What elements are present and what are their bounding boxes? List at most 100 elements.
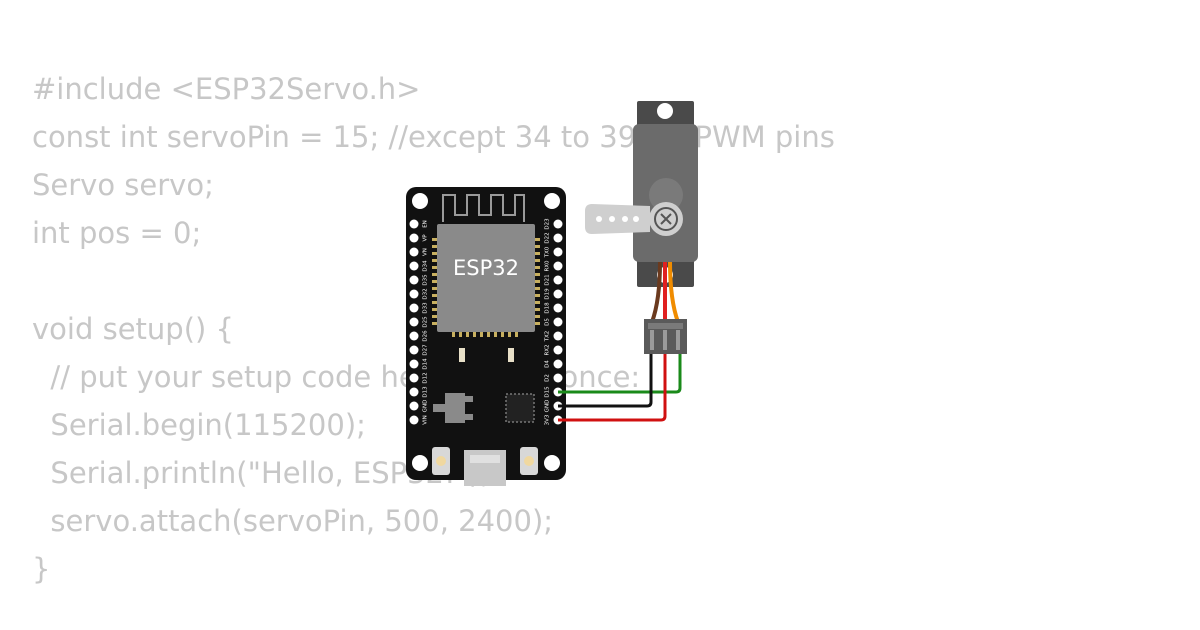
- regulator-pin-2: [465, 414, 473, 420]
- code-line-6: void setup() {: [32, 312, 234, 346]
- left-pin-label: GND: [423, 400, 429, 413]
- left-pin-hole[interactable]: [409, 415, 419, 425]
- left-pin-label: D33: [423, 302, 429, 314]
- right-pin-header[interactable]: D23D22TX0RX0D21D19D18D5TX2RX2D4D2D15GND3…: [545, 218, 563, 426]
- module-pad: [534, 273, 540, 276]
- module-pad: [452, 332, 455, 337]
- mount-hole-bottom-left: [412, 455, 428, 471]
- servo-horn[interactable]: [585, 204, 650, 234]
- regulator-tab: [433, 404, 447, 412]
- horn-hole-3: [622, 216, 628, 222]
- left-pin-hole[interactable]: [409, 275, 419, 285]
- code-line-3: Servo servo;: [32, 168, 214, 202]
- left-pin-hole[interactable]: [409, 289, 419, 299]
- esp32-label: ESP32: [453, 256, 519, 280]
- right-pin-label: D5: [545, 318, 551, 326]
- usb-opening: [470, 455, 500, 463]
- right-pin-hole[interactable]: [553, 373, 563, 383]
- mount-hole-bottom-right: [544, 455, 560, 471]
- right-pin-hole[interactable]: [553, 359, 563, 369]
- module-pad: [534, 238, 540, 241]
- right-pin-label: GND: [545, 400, 551, 413]
- module-pad: [432, 294, 438, 297]
- horn-hole-1: [596, 216, 602, 222]
- left-pin-hole[interactable]: [409, 219, 419, 229]
- left-pin-hole[interactable]: [409, 387, 419, 397]
- code-line-10: servo.attach(servoPin, 500, 2400);: [32, 504, 554, 538]
- left-pin-label: D12: [423, 372, 429, 383]
- right-pin-hole[interactable]: [553, 317, 563, 327]
- right-pin-label: D21: [545, 274, 551, 285]
- code-line-2: const int servoPin = 15; //except 34 to …: [32, 120, 835, 154]
- esp32-board[interactable]: ESP32 ENVPVND34D35D32D33D25D26D27D14D12D…: [406, 187, 566, 486]
- wire-power[interactable]: [558, 350, 667, 422]
- module-pad: [459, 332, 462, 337]
- right-pin-hole[interactable]: [553, 247, 563, 257]
- module-pad: [432, 280, 438, 283]
- servo-wire-orange: [668, 261, 680, 323]
- connector-pin-3: [676, 330, 680, 350]
- module-pad: [432, 315, 438, 318]
- right-pin-label: RX0: [545, 260, 551, 272]
- connector-pin-1: [650, 330, 654, 350]
- left-pin-hole[interactable]: [409, 331, 419, 341]
- left-pin-hole[interactable]: [409, 401, 419, 411]
- right-pin-label: TX0: [545, 246, 551, 258]
- right-pin-hole[interactable]: [553, 303, 563, 313]
- code-line-1: #include <ESP32Servo.h>: [32, 72, 421, 106]
- left-pin-hole[interactable]: [409, 261, 419, 271]
- right-pin-label: TX2: [545, 331, 551, 343]
- module-pad: [487, 332, 490, 337]
- resistor-small: [508, 348, 514, 362]
- right-pin-hole[interactable]: [553, 289, 563, 299]
- code-line-11: }: [32, 552, 51, 586]
- screw-cross-icon: [660, 213, 672, 225]
- module-pad: [432, 259, 438, 262]
- en-button[interactable]: [436, 456, 446, 466]
- servo-mount-hole-top: [657, 103, 673, 119]
- module-pad: [508, 332, 511, 337]
- left-pin-hole[interactable]: [409, 247, 419, 257]
- led-small: [459, 348, 465, 362]
- right-pin-label: D22: [545, 232, 551, 243]
- right-pin-hole[interactable]: [553, 261, 563, 271]
- servo-gear-housing: [649, 178, 683, 212]
- module-pad: [466, 332, 469, 337]
- right-pin-hole[interactable]: [553, 331, 563, 341]
- module-pad: [534, 287, 540, 290]
- left-pin-hole[interactable]: [409, 233, 419, 243]
- right-pin-label: D4: [545, 360, 551, 368]
- left-pin-hole[interactable]: [409, 373, 419, 383]
- mount-hole-top-right: [544, 193, 560, 209]
- module-pad: [534, 315, 540, 318]
- right-pin-hole[interactable]: [553, 345, 563, 355]
- servo-motor[interactable]: [585, 101, 698, 354]
- module-pad: [432, 301, 438, 304]
- left-pin-label: VN: [423, 248, 429, 256]
- left-pin-hole[interactable]: [409, 317, 419, 327]
- left-pin-header[interactable]: ENVPVND34D35D32D33D25D26D27D14D12D13GNDV…: [409, 219, 429, 425]
- usb-uart-chip: [505, 393, 535, 423]
- right-pin-hole[interactable]: [553, 219, 563, 229]
- module-pad: [534, 308, 540, 311]
- left-pin-label: VP: [423, 234, 429, 242]
- left-pin-hole[interactable]: [409, 303, 419, 313]
- left-pin-hole[interactable]: [409, 345, 419, 355]
- module-pad: [432, 287, 438, 290]
- right-pin-label: RX2: [545, 344, 551, 355]
- right-pin-hole[interactable]: [553, 233, 563, 243]
- module-pad: [534, 294, 540, 297]
- horn-hole-4: [633, 216, 639, 222]
- right-pin-hole[interactable]: [553, 275, 563, 285]
- module-pad: [473, 332, 476, 337]
- wire-ground[interactable]: [558, 350, 653, 408]
- module-pad: [534, 252, 540, 255]
- module-pad: [534, 280, 540, 283]
- module-pad: [515, 332, 518, 337]
- left-pin-hole[interactable]: [409, 359, 419, 369]
- wire-signal[interactable]: [558, 350, 682, 394]
- boot-button[interactable]: [524, 456, 534, 466]
- module-pad: [534, 301, 540, 304]
- right-pin-label: D18: [545, 302, 551, 314]
